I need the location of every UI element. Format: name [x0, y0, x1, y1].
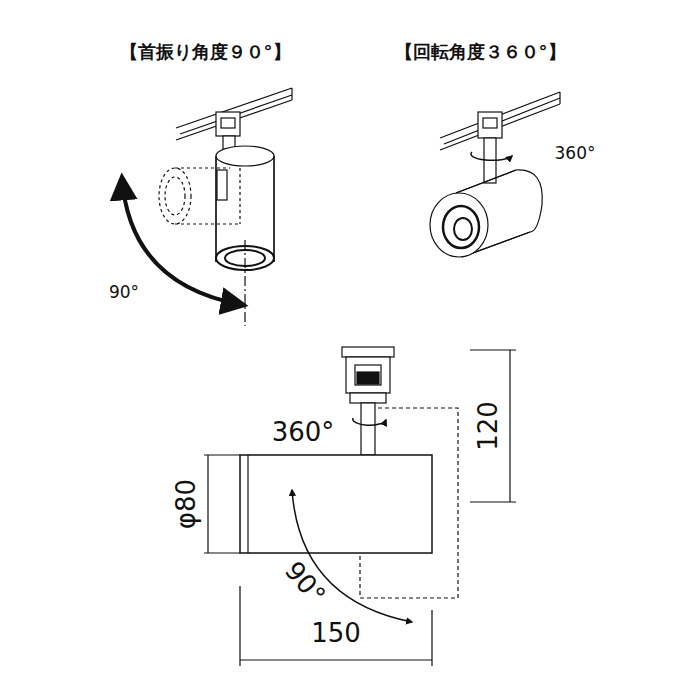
view-heading: 【回転角度３６０°】 — [393, 42, 568, 62]
tilt-angle: 90° — [107, 283, 141, 302]
rotation-angle: 360° — [270, 418, 337, 447]
view-heading: 【首振り角度９０°】 — [118, 42, 293, 62]
width-dimension: 150 — [309, 619, 363, 648]
diameter-dimension: φ80 — [172, 477, 201, 531]
tilt-angle: 90° — [278, 555, 332, 612]
height-dimension: 120 — [474, 399, 503, 453]
rotation-angle: 360° — [553, 144, 598, 163]
